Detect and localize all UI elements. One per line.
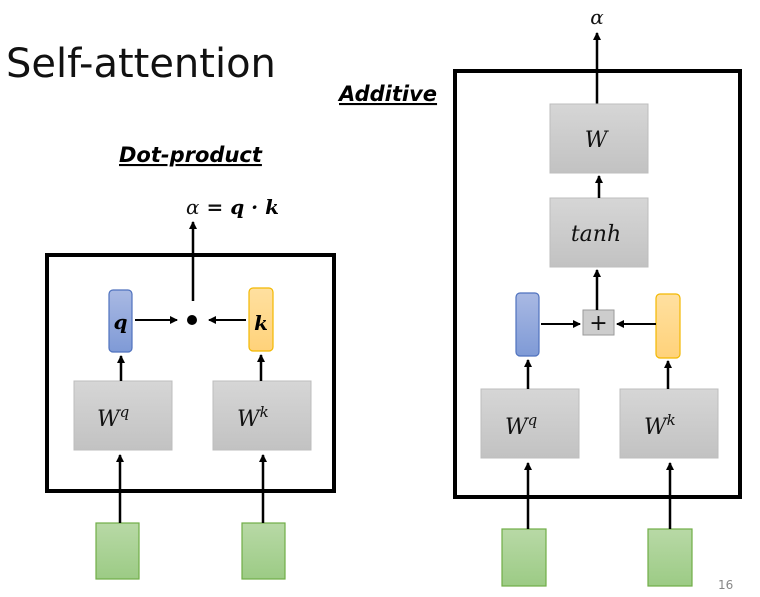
plus-operator-box	[582, 309, 615, 336]
additive-key-vector	[655, 293, 681, 359]
additive-input-right	[647, 528, 693, 587]
wk-label: Wk	[237, 403, 269, 432]
w-matrix-box	[549, 103, 649, 174]
dot-operator-icon	[187, 315, 197, 325]
plus-icon: +	[589, 311, 607, 336]
additive-wq-label: Wq	[505, 411, 537, 440]
additive-input-left	[501, 528, 547, 587]
dot-product-heading: Dot-product	[119, 143, 263, 167]
alpha-symbol: α	[186, 195, 200, 219]
query-label: q	[114, 310, 128, 334]
page-number: 16	[718, 578, 733, 592]
query-vector	[108, 289, 133, 353]
wq-matrix-box	[73, 380, 173, 451]
additive-output-alpha: α	[590, 5, 604, 29]
wk-matrix-box	[212, 380, 312, 451]
key-label: k	[254, 311, 268, 335]
additive-wk-label: Wk	[644, 411, 676, 440]
w-label: W	[585, 128, 610, 153]
tanh-label: tanh	[571, 222, 621, 247]
dot-product-output-formula: α = q · k	[186, 195, 279, 219]
key-vector	[248, 287, 274, 352]
additive-wq-box	[480, 388, 580, 459]
dot-product-input-left	[95, 522, 140, 580]
dot-product-frame	[45, 253, 336, 493]
slide-title: Self-attention	[6, 41, 276, 87]
additive-query-vector	[515, 292, 540, 357]
dot-product-input-right	[241, 522, 286, 580]
wq-label: Wq	[97, 403, 129, 432]
additive-heading: Additive	[337, 82, 437, 106]
